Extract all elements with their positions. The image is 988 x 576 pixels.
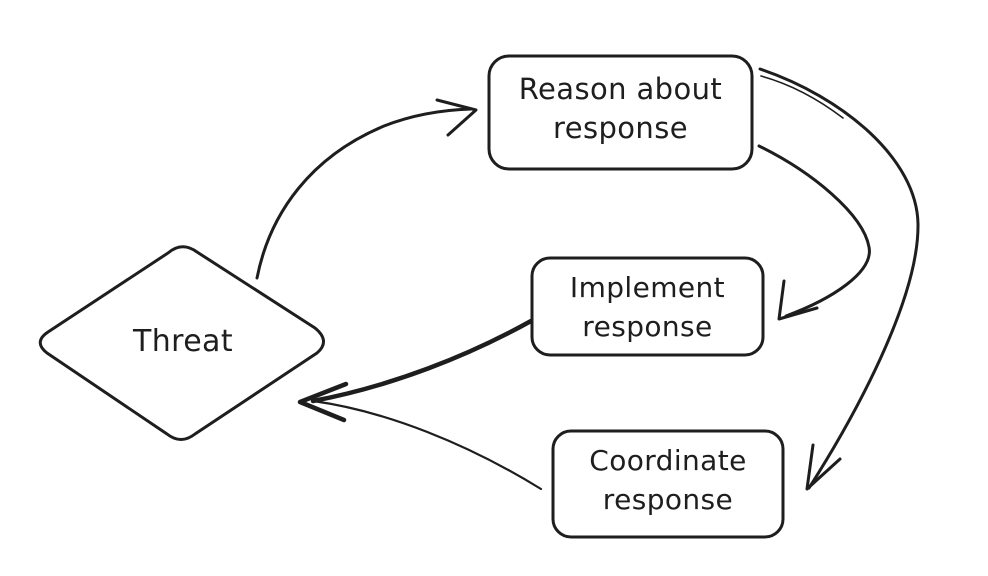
arrow-reason-to-coordinate: [758, 67, 920, 491]
arrow-coordinate-to-threat: [311, 399, 543, 491]
arrowhead-down-left-icon: [777, 279, 819, 321]
threat-diamond: [38, 245, 325, 441]
arrow-reason-to-implement: [757, 144, 871, 321]
node-label-line1: Implement: [569, 271, 726, 304]
node-label-line2: response: [582, 310, 713, 343]
coordinate-box: [551, 429, 785, 539]
implement-node-label: Implement response: [532, 268, 763, 346]
arrow-shaft: [757, 144, 871, 318]
arrow-implement-to-threat: [297, 318, 534, 423]
threat-node-label: Threat: [93, 324, 273, 360]
node-label-text: Threat: [132, 324, 234, 359]
node-label-line1: Reason about: [518, 72, 723, 106]
arrow-shaft: [758, 67, 920, 490]
implement-box: [530, 256, 765, 357]
arrow-shaft-thick: [310, 318, 534, 404]
arrowhead-left-icon: [297, 381, 349, 423]
node-label-line1: Coordinate: [589, 444, 747, 477]
arrowhead-right-icon: [435, 98, 478, 137]
arrow-threat-to-reason: [255, 98, 478, 280]
reason-node-label: Reason about response: [489, 70, 752, 148]
coordinate-node-label: Coordinate response: [553, 441, 783, 519]
arrowhead-down-icon: [805, 443, 842, 491]
arrow-shaft: [255, 107, 473, 280]
node-label-line2: response: [553, 111, 688, 145]
reason-box: [487, 54, 754, 171]
arrow-shaft-rough-double: [760, 75, 844, 119]
node-label-line2: response: [602, 483, 734, 516]
